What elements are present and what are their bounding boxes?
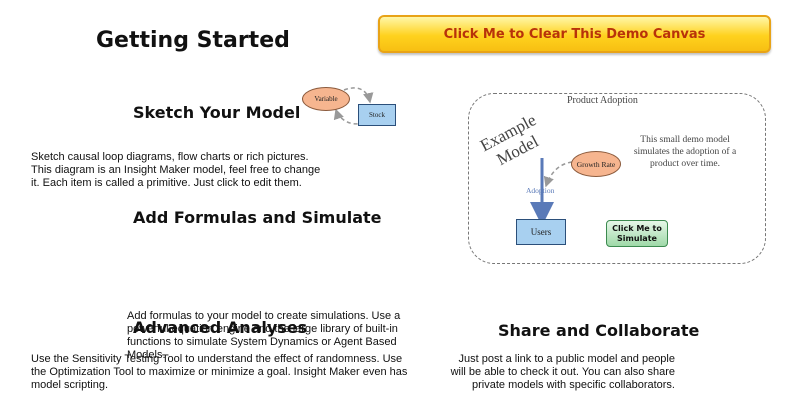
users-stock[interactable]: Users [516,219,566,245]
link-arrow[interactable] [343,87,374,104]
share-heading: Share and Collaborate [498,321,700,340]
advanced-text: Use the Sensitivity Testing Tool to unde… [31,353,408,391]
share-text: Just post a link to a public model and p… [450,353,675,391]
formulas-text: Add formulas to your model to create sim… [127,310,401,361]
simulate-button[interactable]: Click Me to Simulate [606,220,668,247]
advanced-heading: Advanced Analyses [133,318,308,337]
page-title: Getting Started [96,28,290,53]
growth-rate-label: Growth Rate [576,159,616,169]
formulas-heading: Add Formulas and Simulate [133,208,382,227]
sketch-heading: Sketch Your Model [133,103,301,122]
users-stock-label: Users [530,227,552,237]
stock-primitive[interactable]: Stock [358,104,396,126]
variable-primitive[interactable]: Variable [302,87,350,111]
model-arrows [530,158,573,222]
growth-rate-variable[interactable]: Growth Rate [571,151,621,177]
stock-label: Stock [369,111,385,119]
adoption-flow-label: Adoption [526,186,555,195]
frame-title: Product Adoption [567,95,638,106]
clear-canvas-button[interactable]: Click Me to Clear This Demo Canvas [378,15,771,53]
model-description: This small demo model simulates the adop… [633,135,737,169]
variable-label: Variable [314,95,338,103]
sketch-text: Sketch causal loop diagrams, flow charts… [31,151,321,189]
growth-link-arrow[interactable] [543,161,573,188]
example-model-frame[interactable] [468,93,766,264]
